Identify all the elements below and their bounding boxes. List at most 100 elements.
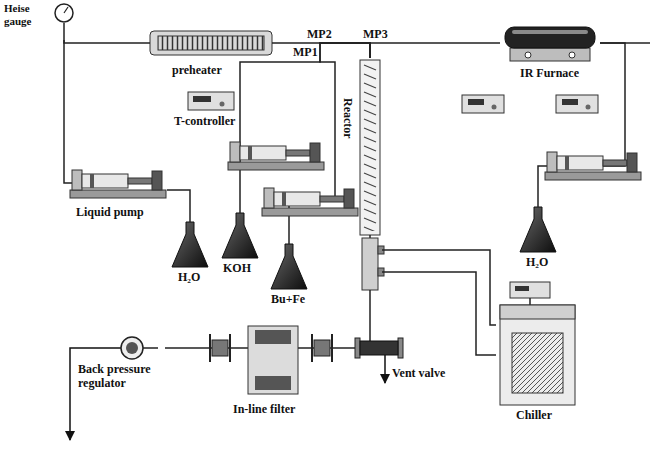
furnace-unit: IR Furnace: [500, 22, 600, 83]
furnace-knob: [525, 52, 531, 58]
equipment-label: H₂O: [178, 270, 200, 284]
chiller-cable: [529, 298, 531, 305]
pipe-line: [240, 43, 370, 213]
gauge-needle: [64, 7, 68, 13]
valve-body: [360, 341, 398, 355]
reservoir-flask: [222, 213, 258, 258]
label-anchor: MP1: [292, 45, 319, 59]
measuring-point-label: MP2: [306, 27, 333, 41]
filter-clamp: [255, 376, 291, 390]
syringe-pump: [228, 142, 324, 170]
equipment-label: Chiller: [516, 408, 552, 422]
equipment-label: T-controller: [174, 114, 235, 128]
syringe-pump: [262, 188, 358, 216]
gauge-stem: [63, 23, 65, 40]
controller-display: [562, 99, 578, 105]
controller-box: [556, 95, 598, 113]
equipment-label: In-line filter: [233, 402, 295, 416]
pipe-line: [165, 347, 205, 349]
filter-coupling: [212, 340, 228, 356]
filter-unit: In-line filter: [205, 322, 337, 420]
chiller-top: [500, 305, 575, 319]
preheater-body: [150, 31, 272, 55]
pipe-line: [382, 272, 496, 355]
valve-flange: [355, 338, 360, 358]
pipe-line: [63, 40, 65, 165]
reactor-column: Reactor: [338, 58, 382, 290]
pipe-line: [64, 40, 150, 43]
pipe-line: [370, 43, 500, 58]
label-anchor: MP2: [306, 27, 333, 41]
pump-stub: [64, 165, 72, 183]
pipe-line: [272, 43, 370, 58]
reservoir-flask: H₂O: [508, 207, 568, 277]
regulator-stub: [143, 347, 158, 349]
reservoir-flask: KOH: [208, 213, 264, 283]
pipe-line: [167, 190, 190, 222]
pipe-line: [337, 347, 355, 349]
preheater-coil: [158, 36, 264, 50]
regulator-dial: [126, 342, 138, 354]
valve-flange: [398, 338, 403, 358]
reservoir-flask: Bu+Fe: [264, 244, 316, 314]
chiller-grille: [512, 333, 563, 393]
controller-knob: [586, 105, 591, 110]
measuring-point-label: MP3: [362, 27, 389, 41]
regulator-unit: Back pressure regulator: [68, 332, 165, 408]
reservoir-flask: H₂O: [160, 222, 220, 292]
furnace-lamp: [505, 27, 595, 48]
furnace-highlight: [512, 30, 588, 34]
furnace-base: [510, 48, 590, 61]
pressure-gauge: [55, 4, 73, 22]
outlet-line: [70, 348, 121, 440]
syringe-pump: [70, 170, 166, 198]
label-anchor: MP3: [362, 27, 389, 41]
regulator-body: [121, 337, 143, 359]
pump-unit: Liquid pump: [62, 165, 167, 223]
controller-display: [193, 96, 211, 102]
equipment-label: Heise gauge: [4, 2, 48, 28]
chiller-unit: Chiller: [496, 300, 580, 428]
vent-arrow: [384, 355, 386, 383]
coupling-flange: [229, 334, 231, 362]
reactor-packing: [362, 64, 378, 231]
heater-box: preheater: [150, 30, 272, 80]
equipment-label: Back pressure regulator: [78, 362, 162, 390]
controller-box: [462, 95, 504, 113]
reservoir-flask: [172, 222, 208, 267]
valve-unit: Vent valve: [355, 335, 465, 385]
equipment-label: KOH: [223, 261, 251, 275]
equipment-label: preheater: [172, 63, 222, 77]
equipment-label: Reactor: [341, 98, 355, 139]
equipment-label: H₂O: [526, 255, 548, 269]
equipment-label: Liquid pump: [76, 205, 144, 219]
controller-display: [515, 286, 529, 291]
coupling-flange: [209, 334, 211, 362]
pressure-gauge: Heise gauge: [4, 2, 84, 40]
pipe-line: [369, 290, 371, 335]
coupling-flange: [311, 334, 313, 362]
pipe-line: [382, 250, 496, 325]
furnace-knob: [569, 52, 575, 58]
filter-clamp: [255, 330, 291, 344]
chiller-controller: [510, 282, 550, 298]
reservoir-flask: [520, 207, 556, 252]
cooling-jacket: [362, 238, 378, 290]
valve-inlet: [369, 335, 371, 341]
controller-knob: [492, 105, 497, 110]
reservoir-flask: [271, 244, 307, 289]
reactor-column: [360, 60, 380, 235]
controller-display: [468, 99, 484, 105]
equipment-label: Vent valve: [392, 366, 445, 380]
controller-knob: [220, 102, 225, 107]
equipment-label: IR Furnace: [520, 66, 579, 80]
controller-unit: T-controller: [170, 90, 260, 134]
equipment-label: Bu+Fe: [271, 292, 305, 306]
filter-coupling: [314, 340, 330, 356]
coupling-flange: [331, 334, 333, 362]
filter-housing: [248, 326, 298, 394]
temperature-controller: [188, 92, 234, 110]
syringe-pump: [545, 152, 641, 180]
chiller-body: [500, 305, 575, 405]
measuring-point-label: MP1: [292, 45, 319, 59]
